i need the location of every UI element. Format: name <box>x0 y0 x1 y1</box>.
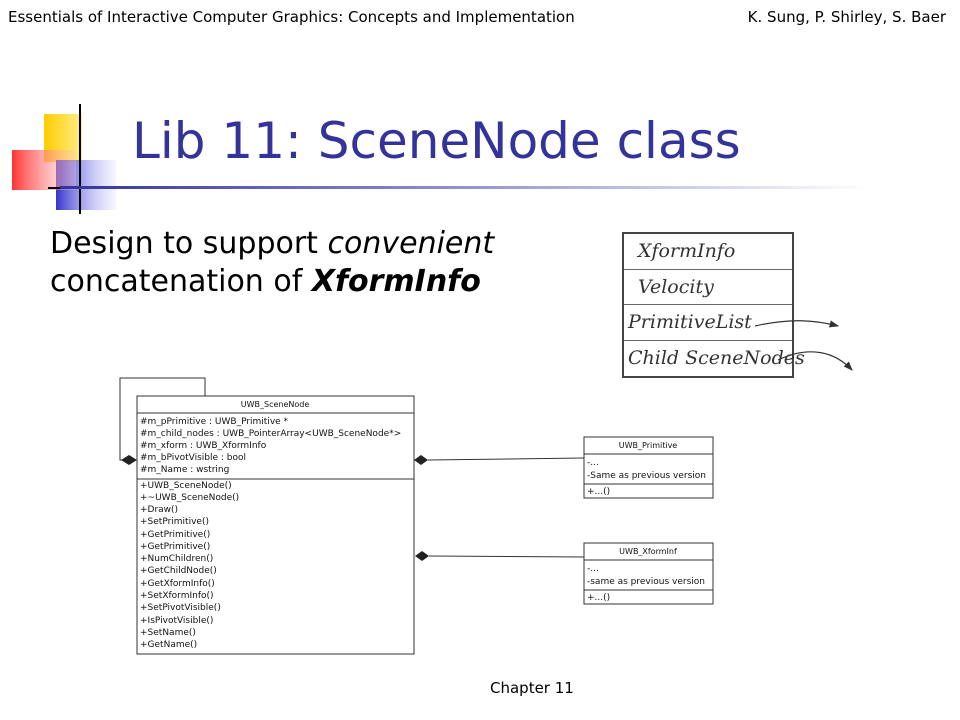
primitive-attribute: -Same as previous version <box>587 471 706 481</box>
scenenode-method: +GetXformInfo() <box>140 579 215 589</box>
uml-class-scenenode: UWB_SceneNode #m_pPrimitive : UWB_Primit… <box>136 395 415 655</box>
header-book-title: Essentials of Interactive Computer Graph… <box>8 8 575 26</box>
scenenode-method: +UWB_SceneNode() <box>140 481 232 491</box>
scenenode-method: +SetName() <box>140 628 196 638</box>
xforminf-attribute: -same as previous version <box>587 577 705 587</box>
scenenode-attribute: #m_bPivotVisible : bool <box>140 453 246 463</box>
scenenode-attribute: #m_pPrimitive : UWB_Primitive * <box>140 417 289 427</box>
title-underline <box>60 186 870 189</box>
subtitle-bold: XformInfo <box>311 264 481 299</box>
scenenode-attributes: #m_pPrimitive : UWB_Primitive * #m_child… <box>140 417 401 475</box>
header-authors: K. Sung, P. Shirley, S. Baer <box>747 8 946 26</box>
scenenode-attribute: #m_child_nodes : UWB_PointerArray<UWB_Sc… <box>140 429 401 439</box>
xform-row-primitivelist: PrimitiveList <box>624 305 792 341</box>
scenenode-method: +GetName() <box>140 640 197 650</box>
primitivelist-arrow <box>754 320 840 328</box>
scenenode-method: +SetPrimitive() <box>140 517 209 527</box>
xforminf-method: +...() <box>587 593 610 603</box>
scenenode-method: +Draw() <box>140 505 178 515</box>
scenenode-attribute: #m_xform : UWB_XformInfo <box>140 441 267 451</box>
scenenode-method: +GetChildNode() <box>140 566 217 576</box>
subtitle-text-1: Design to support <box>50 226 328 261</box>
scenenode-method: +NumChildren() <box>140 554 213 564</box>
xform-row-child-scenenodes: Child SceneNodes <box>628 346 805 369</box>
primitive-attribute: -... <box>587 458 599 468</box>
composition-diamond <box>415 551 429 561</box>
uml-class-primitive: UWB_Primitive -... -Same as previous ver… <box>583 436 714 499</box>
scenenode-method: +SetXformInfo() <box>140 591 214 601</box>
primitive-composition-link <box>414 455 585 465</box>
slide-title: Lib 11: SceneNode class <box>132 112 741 170</box>
primitive-class-name: UWB_Primitive <box>619 441 678 450</box>
composition-diamond <box>414 455 428 465</box>
uml-class-xforminf: UWB_XformInf -... -same as previous vers… <box>583 542 714 605</box>
scenenode-method: +IsPivotVisible() <box>140 616 213 626</box>
subtitle-line-1: Design to support convenient <box>50 225 494 263</box>
self-composition-link <box>119 377 206 465</box>
xforminf-attribute: -... <box>587 564 599 574</box>
scenenode-method: +SetPivotVisible() <box>140 603 221 613</box>
scenenode-method: +GetPrimitive() <box>140 530 210 540</box>
subtitle-italic: convenient <box>327 226 495 261</box>
scenenode-attribute: #m_Name : wstring <box>140 465 229 475</box>
xform-row-xforminfo: XformInfo <box>624 234 792 270</box>
xforminf-class-name: UWB_XformInf <box>619 547 677 556</box>
xforminfo-diagram-box: XformInfo Velocity PrimitiveList Child S… <box>622 232 805 378</box>
scenenode-methods: +UWB_SceneNode() +~UWB_SceneNode() +Draw… <box>140 481 239 650</box>
footer-chapter: Chapter 11 <box>490 679 574 697</box>
xform-row-velocity: Velocity <box>624 270 792 305</box>
scenenode-method: +~UWB_SceneNode() <box>140 493 239 503</box>
xforminf-composition-link <box>415 551 585 561</box>
scenenode-method: +GetPrimitive() <box>140 542 210 552</box>
subtitle-text-2: concatenation of <box>50 264 312 299</box>
composition-diamond <box>121 455 137 465</box>
primitive-method: +...() <box>587 487 610 497</box>
scenenode-class-name: UWB_SceneNode <box>241 400 310 409</box>
subtitle-line-2: concatenation of XformInfo <box>50 263 494 301</box>
slide-subtitle: Design to support convenient concatenati… <box>50 225 494 301</box>
child-scenenodes-arrow <box>777 351 853 371</box>
